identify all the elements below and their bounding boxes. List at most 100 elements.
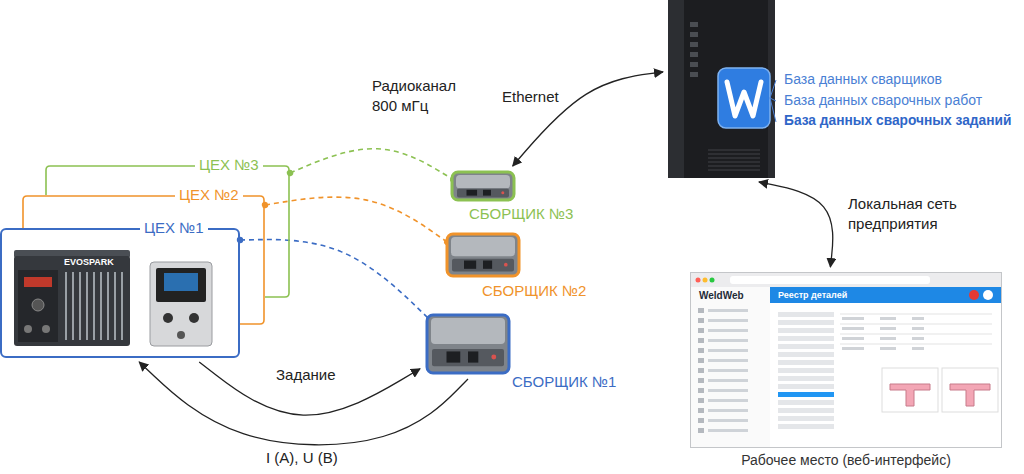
mig-welder bbox=[150, 262, 212, 346]
welding-inverter bbox=[24, 325, 32, 333]
welding-inverter bbox=[93, 272, 95, 340]
workstation-screen-outline bbox=[912, 347, 924, 350]
workstation-screen-outline bbox=[778, 336, 834, 341]
welding-inverter bbox=[32, 299, 44, 311]
workstation-screen-outline bbox=[778, 360, 834, 365]
server-tower-outline bbox=[668, 0, 775, 178]
collector-device-outline bbox=[457, 189, 509, 198]
workshop-frame-outline bbox=[0, 228, 240, 358]
collector-device-outline bbox=[483, 190, 491, 196]
workshop-label: ЦЕХ №2 bbox=[175, 186, 243, 204]
collector-device-outline bbox=[468, 351, 478, 362]
server-tower-outline bbox=[718, 68, 770, 128]
workstation-screen-outline bbox=[880, 337, 896, 340]
workstation-screen-outline bbox=[708, 369, 748, 372]
radio-link bbox=[240, 240, 429, 320]
database-label: База данных сварщиков bbox=[780, 71, 946, 88]
server-tower: База данных сварщиковБаза данных сварочн… bbox=[668, 0, 775, 178]
workstation-screen-outline bbox=[708, 389, 748, 392]
server-tower-outline bbox=[727, 82, 761, 116]
workstation-screen-outline bbox=[703, 278, 708, 283]
workstation-screen-outline bbox=[880, 347, 896, 350]
workstation-screen-outline bbox=[778, 352, 834, 357]
workstation-screen-outline bbox=[778, 376, 834, 381]
connector-label: Задание bbox=[272, 366, 340, 384]
workshop-frame: ЦЕХ №2 bbox=[22, 195, 265, 325]
workstation-screen-outline bbox=[778, 400, 834, 405]
welding-inverter bbox=[14, 256, 130, 346]
mig-welder bbox=[177, 331, 185, 339]
workstation-screen-outline bbox=[842, 327, 864, 330]
server-tower-outline bbox=[708, 161, 760, 163]
collector-device: СБОРЩИК №3 bbox=[450, 170, 516, 202]
server-tower-outline bbox=[668, 0, 775, 178]
workstation-screen-outline bbox=[708, 309, 748, 312]
workstation-screen-outline bbox=[708, 409, 748, 412]
database-label: База данных сварочных заданий bbox=[780, 113, 1015, 130]
workstation-screen-outline bbox=[912, 337, 924, 340]
server-tower-outline bbox=[708, 169, 760, 171]
workstation-screen-outline bbox=[842, 337, 864, 340]
workstation-screen-outline bbox=[778, 312, 834, 317]
workstation-screen-outline bbox=[840, 334, 992, 335]
workshop-label: ЦЕХ №1 bbox=[140, 219, 208, 237]
workstation-screen-outline bbox=[691, 273, 1002, 448]
workshop-frame: ЦЕХ №1 bbox=[0, 228, 240, 358]
welding-inverter bbox=[14, 250, 130, 346]
collector-device-outline bbox=[504, 263, 508, 267]
lan-link bbox=[759, 182, 833, 267]
workstation-screen-outline bbox=[778, 384, 834, 389]
welding-inverter bbox=[72, 272, 74, 340]
collector-device-outline bbox=[425, 313, 511, 375]
workstation-screen-outline bbox=[880, 327, 896, 330]
welding-inverter bbox=[24, 277, 52, 287]
server-tower-outline bbox=[708, 157, 760, 159]
server-tower-outline bbox=[770, 98, 776, 122]
collector-device: СБОРЩИК №1 bbox=[425, 313, 511, 375]
collector-device-outline bbox=[451, 237, 515, 256]
welding-inverter bbox=[79, 272, 81, 340]
collector-device-outline bbox=[431, 318, 505, 344]
workstation-screen-outline bbox=[698, 418, 704, 423]
server-tower-outline bbox=[690, 62, 698, 67]
collector-device-outline bbox=[452, 259, 514, 272]
database-label: База данных сварочных работ bbox=[780, 92, 986, 109]
ethernet-link bbox=[513, 72, 663, 166]
connector-label: Радиоканал 800 мГц bbox=[368, 76, 476, 115]
workstation-screen-outline bbox=[890, 384, 930, 406]
workshop-frame-outline bbox=[46, 166, 289, 297]
workstation-screen-outline bbox=[778, 320, 834, 325]
collector-device-outline bbox=[452, 172, 514, 200]
workstation-screen-outline bbox=[842, 317, 864, 320]
workstation-screen-outline bbox=[698, 348, 704, 353]
workstation-screen-outline bbox=[770, 287, 1001, 303]
mig-welder bbox=[189, 313, 199, 323]
workshop-label: ЦЕХ №3 bbox=[195, 156, 263, 174]
connector-label: I (A), U (B) bbox=[262, 449, 342, 467]
mig-welder bbox=[163, 313, 173, 323]
workstation-screen-outline bbox=[708, 349, 748, 352]
workstation-screen-outline bbox=[840, 314, 992, 315]
collector-device-outline bbox=[501, 191, 504, 194]
workshop-frame-outline bbox=[22, 195, 265, 325]
welding-inverter bbox=[100, 272, 102, 340]
collector-device-outline bbox=[447, 234, 519, 276]
mig-welder bbox=[156, 268, 206, 302]
server-tower-outline bbox=[770, 80, 776, 98]
workstation-screen-outline bbox=[698, 308, 704, 313]
workstation-screen-outline bbox=[880, 317, 896, 320]
workstation-screen-outline bbox=[698, 378, 704, 383]
workstation-screen-outline bbox=[912, 327, 924, 330]
collector-device-outline bbox=[427, 315, 509, 373]
server-tower-outline bbox=[690, 22, 698, 27]
radio-link bbox=[265, 197, 447, 242]
welding-inverter bbox=[65, 272, 67, 340]
server-tower-outline bbox=[690, 42, 698, 47]
collector-device-outline bbox=[445, 232, 521, 278]
device-label: СБОРЩИК №3 bbox=[465, 205, 577, 223]
welding-inverter bbox=[121, 272, 123, 340]
workstation-screen-outline bbox=[778, 416, 834, 421]
workstation-screen-outline bbox=[840, 344, 992, 345]
workstation-screen-outline bbox=[698, 398, 704, 403]
